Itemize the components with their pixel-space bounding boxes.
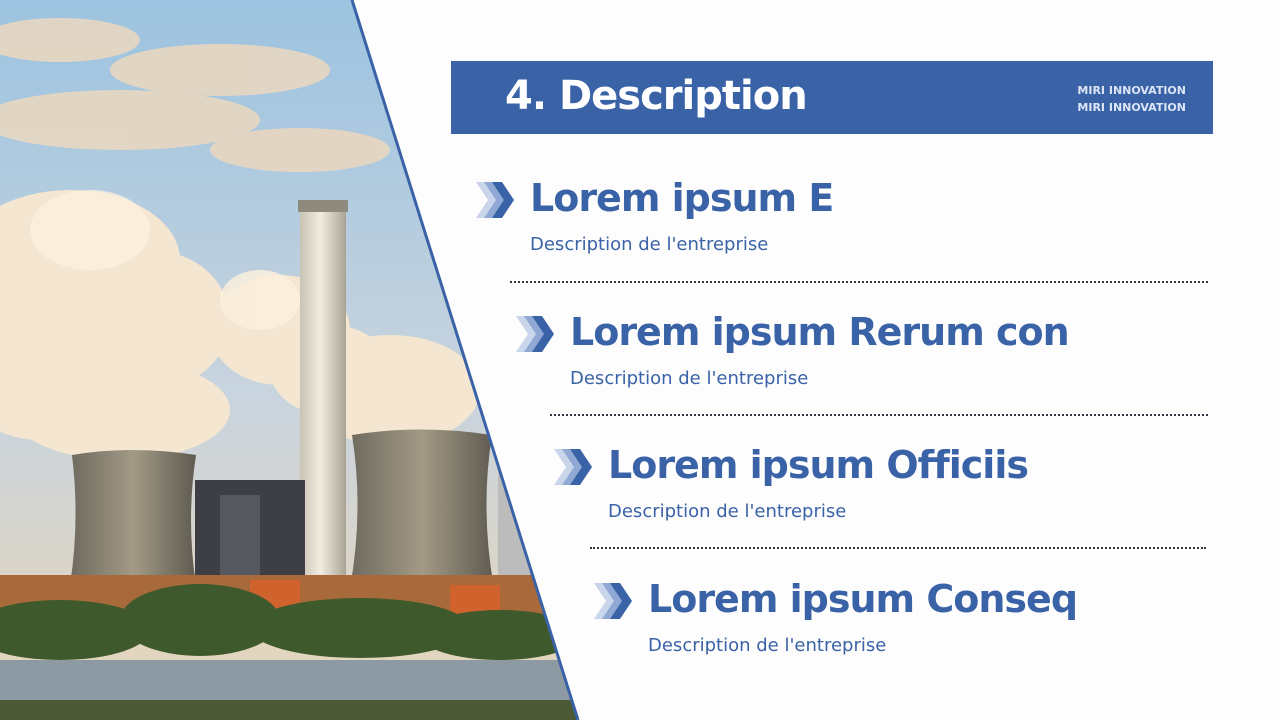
header-bar: 4. Description MIRI INNOVATION MIRI INNO… — [451, 61, 1213, 134]
double-chevron-right-icon — [554, 449, 592, 485]
divider — [510, 281, 1208, 283]
item-title: Lorem ipsum Rerum con — [570, 310, 1070, 354]
divider — [590, 547, 1206, 549]
item-description: Description de l'entreprise — [648, 635, 887, 656]
brand-label: MIRI INNOVATION MIRI INNOVATION — [1077, 82, 1186, 116]
item-description: Description de l'entreprise — [530, 234, 769, 255]
double-chevron-right-icon — [516, 316, 554, 352]
item-title: Lorem ipsum E — [530, 176, 834, 220]
double-chevron-right-icon — [594, 583, 632, 619]
divider — [550, 414, 1208, 416]
item-description: Description de l'entreprise — [608, 501, 847, 522]
item-description: Description de l'entreprise — [570, 368, 809, 389]
brand-line: MIRI INNOVATION — [1077, 84, 1186, 97]
page-title: 4. Description — [505, 73, 808, 119]
item-title: Lorem ipsum Conseq — [648, 577, 1078, 621]
double-chevron-right-icon — [476, 182, 514, 218]
item-title: Lorem ipsum Officiis — [608, 443, 1029, 487]
brand-line: MIRI INNOVATION — [1077, 101, 1186, 114]
